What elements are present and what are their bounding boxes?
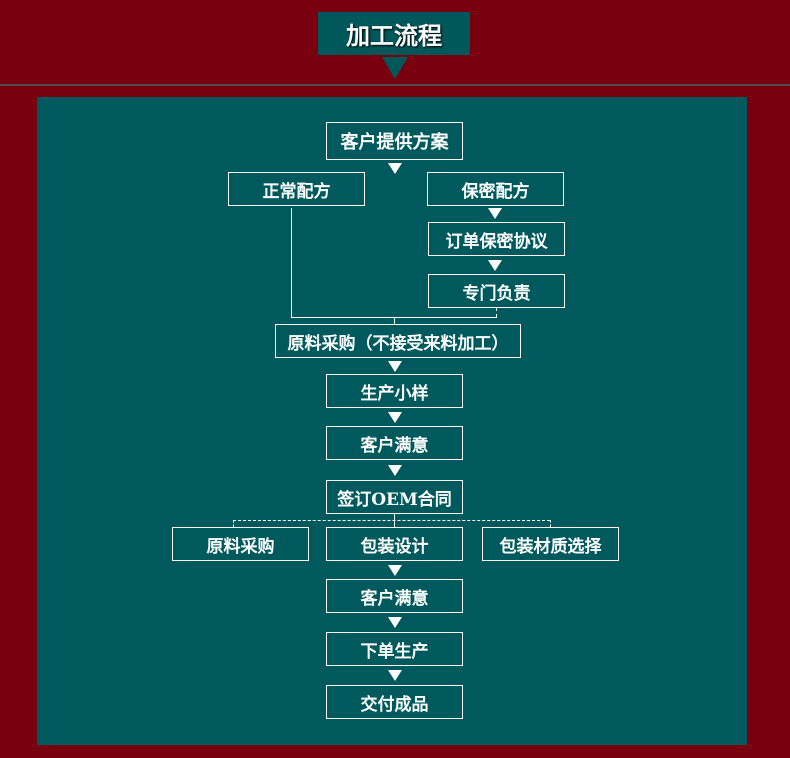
step-satisfied-2: 客户满意 — [326, 579, 463, 613]
arrow-down-icon — [388, 617, 402, 628]
step-oem-contract: 签订OEM合同 — [326, 480, 463, 514]
dashed-connector — [550, 520, 551, 527]
diagram-title: 加工流程 — [318, 12, 470, 55]
arrow-down-icon — [388, 412, 402, 423]
step-package-material: 包装材质选择 — [482, 527, 619, 561]
step-satisfied-1: 客户满意 — [326, 426, 463, 460]
step-dedicated: 专门负责 — [428, 274, 565, 308]
step-secret-formula: 保密配方 — [427, 172, 564, 206]
arrow-down-icon — [388, 361, 402, 372]
step-normal-formula: 正常配方 — [228, 172, 365, 206]
step-procurement-main: 原料采购（不接受来料加工） — [275, 324, 521, 358]
step-procurement: 原料采购 — [172, 527, 309, 561]
step-nda: 订单保密协议 — [428, 222, 565, 256]
arrow-down-icon — [488, 260, 502, 271]
arrow-down-icon — [388, 670, 402, 681]
step-order-production: 下单生产 — [326, 632, 463, 666]
connector-line — [394, 317, 395, 324]
connector-line — [394, 514, 395, 527]
title-pointer-icon — [382, 57, 408, 79]
arrow-down-icon — [388, 163, 402, 174]
step-sample: 生产小样 — [326, 374, 463, 408]
dashed-connector — [233, 520, 550, 521]
arrow-down-icon — [388, 565, 402, 576]
arrow-down-icon — [388, 465, 402, 476]
arrow-down-icon — [488, 208, 502, 219]
step-package-design: 包装设计 — [326, 527, 463, 561]
connector-line — [291, 208, 292, 317]
step-client-plan: 客户提供方案 — [326, 122, 463, 160]
divider — [0, 84, 790, 86]
dashed-connector — [233, 520, 234, 527]
step-deliver: 交付成品 — [326, 685, 463, 719]
connector-line — [496, 308, 497, 317]
